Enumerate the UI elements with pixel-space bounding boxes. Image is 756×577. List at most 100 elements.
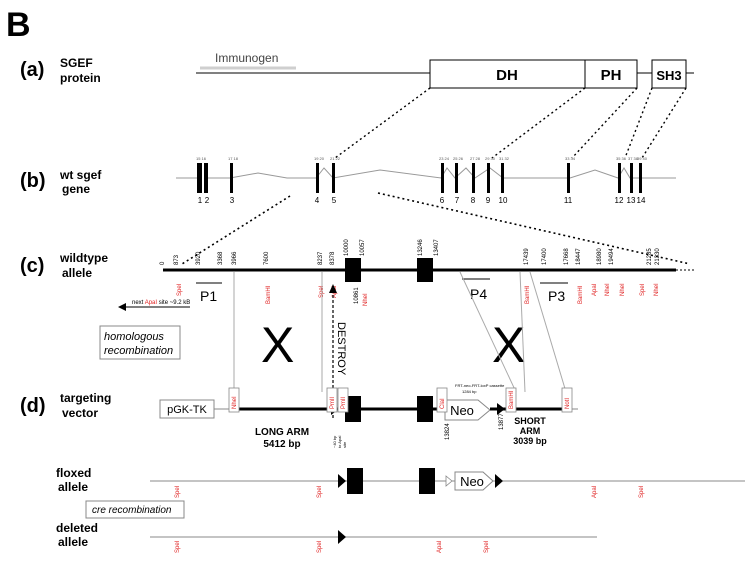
homologous-text-1: homologous — [104, 331, 164, 343]
exon-4 — [316, 163, 319, 193]
svg-text:33 34: 33 34 — [565, 156, 576, 161]
small-note-3: site — [342, 441, 347, 448]
small-note-1: ~40 bp — [332, 435, 337, 448]
panel-letter: B — [6, 6, 31, 44]
short-arm-size: 3039 bp — [513, 436, 547, 446]
targeting-vector: pGK-TK Neo FRT-neo-FRT-loxP cassette 128… — [159, 383, 578, 450]
site-box — [337, 387, 349, 413]
coord-label: 3920 — [196, 251, 202, 265]
site-label: SpeI — [175, 485, 181, 498]
small-note-2: to ApaI — [337, 436, 342, 448]
vector-exon-block-2 — [417, 396, 433, 422]
svg-text:37 38: 37 38 — [628, 156, 639, 161]
coord-label: 18447 — [576, 248, 582, 265]
row-c-title-2: allele — [62, 266, 92, 280]
short-arm-title-1: SHORT — [514, 416, 546, 426]
wildtype-coordinates: 0 873 3920 3368 3966 7600 8237 8378 1000… — [160, 239, 661, 265]
exon-10 — [501, 163, 504, 193]
row-d-title-1: targeting — [60, 391, 111, 405]
coord-label: 17439 — [524, 248, 530, 265]
exon-number: 11 — [564, 196, 573, 205]
exon-12 — [618, 163, 621, 193]
coord-label: 8378 — [330, 251, 336, 265]
coord-label: 13246 — [418, 239, 424, 256]
row-d-tag: (d) — [20, 395, 46, 417]
cre-recombination-text: cre recombination — [92, 505, 172, 516]
exon-8 — [472, 163, 475, 193]
immunogen-label: Immunogen — [215, 51, 278, 65]
cassette-note-2: 1284 bp — [462, 389, 477, 394]
row-b-title-2: gene — [62, 182, 90, 196]
cre-recombination-box: cre recombination — [85, 500, 185, 519]
site-box — [326, 387, 338, 413]
coord-label: 0 — [160, 261, 166, 265]
probe-p3-label: P3 — [548, 288, 565, 304]
coord-label: 21285 — [647, 248, 653, 265]
pgk-tk-label: pGK-TK — [167, 404, 207, 416]
homologous-text-2: recombination — [104, 345, 173, 357]
row-a-tag: (a) — [20, 59, 44, 81]
svg-text:21 22: 21 22 — [330, 156, 341, 161]
row-floxed-title-1: floxed — [56, 466, 91, 480]
cre-recombination-frame — [85, 500, 185, 519]
crossover-left: X — [261, 317, 294, 373]
site-label: BamHI — [266, 285, 272, 304]
site-label: ApaI — [592, 485, 598, 498]
exon-number: 8 — [471, 196, 476, 205]
site-label: SpeI — [640, 283, 646, 296]
site-label: SpeI — [639, 485, 645, 498]
floxed-neo-label: Neo — [460, 474, 484, 489]
wildtype-allele: 0 873 3920 3368 3966 7600 8237 8378 1000… — [118, 239, 695, 311]
site-label: SpeI — [177, 283, 183, 296]
domain-dh — [429, 59, 586, 89]
svg-text:27 28: 27 28 — [470, 156, 481, 161]
crossover-right: X — [492, 317, 525, 373]
next-apai-arrowhead — [118, 303, 126, 311]
wildtype-exon-block-2 — [417, 258, 433, 282]
site-label: SpeI — [175, 540, 181, 553]
site-label: PmlI — [330, 397, 336, 409]
vector-restriction-sites: NheI PmlI PmlI ClaI BamHI NotI — [228, 387, 573, 413]
site-label: ApaI — [592, 283, 598, 296]
map-line-dh-end — [491, 87, 586, 159]
wildtype-restriction-sites: SpeI BamHI SpeI ApaI NheI BamHI BamHI Ap… — [177, 283, 660, 306]
exon-number: 5 — [332, 196, 337, 205]
vector-coord-2: 13877 — [499, 413, 505, 430]
destroy-arrowhead — [329, 284, 337, 293]
probe-p1-label: P1 — [200, 288, 217, 304]
exon-3 — [230, 163, 233, 193]
long-arm-title: LONG ARM — [255, 427, 309, 438]
coord-label: 7600 — [264, 251, 270, 265]
site-box — [228, 387, 240, 413]
row-a-title-2: protein — [60, 71, 101, 85]
domain-ph — [584, 59, 638, 89]
exon-2 — [204, 163, 208, 193]
exon-13 — [630, 163, 633, 193]
svg-text:39 40: 39 40 — [637, 156, 648, 161]
site-label: BamHI — [578, 285, 584, 304]
exon-7 — [455, 163, 458, 193]
site-box — [436, 387, 448, 413]
site-label: ApaI — [437, 540, 443, 553]
exon-number: 4 — [315, 196, 320, 205]
coord-label: 21330 — [655, 248, 661, 265]
coord-label: 18980 — [597, 248, 603, 265]
neo-label: Neo — [450, 403, 474, 418]
site-label: BamHI — [509, 390, 515, 409]
site-label: ClaI — [440, 398, 446, 409]
site-label: BamHI — [525, 285, 531, 304]
row-b-tag: (b) — [20, 170, 46, 192]
coord-label: 13407 — [434, 239, 440, 256]
floxed-exon-block-1 — [347, 468, 363, 494]
exon-5 — [332, 163, 335, 193]
map-line-sh3-end — [641, 87, 687, 159]
coord-label: 10057 — [360, 239, 366, 256]
map-line-ph-end — [571, 87, 638, 159]
exon-number: 13 — [627, 196, 636, 205]
row-c-title-1: wildtype — [59, 251, 108, 265]
neo-arrow-shape — [444, 399, 491, 421]
next-apai-text: next ApaI site ~9.2 kB — [132, 300, 190, 306]
exon-6 — [441, 163, 444, 193]
site-label: SpeI — [484, 540, 490, 553]
